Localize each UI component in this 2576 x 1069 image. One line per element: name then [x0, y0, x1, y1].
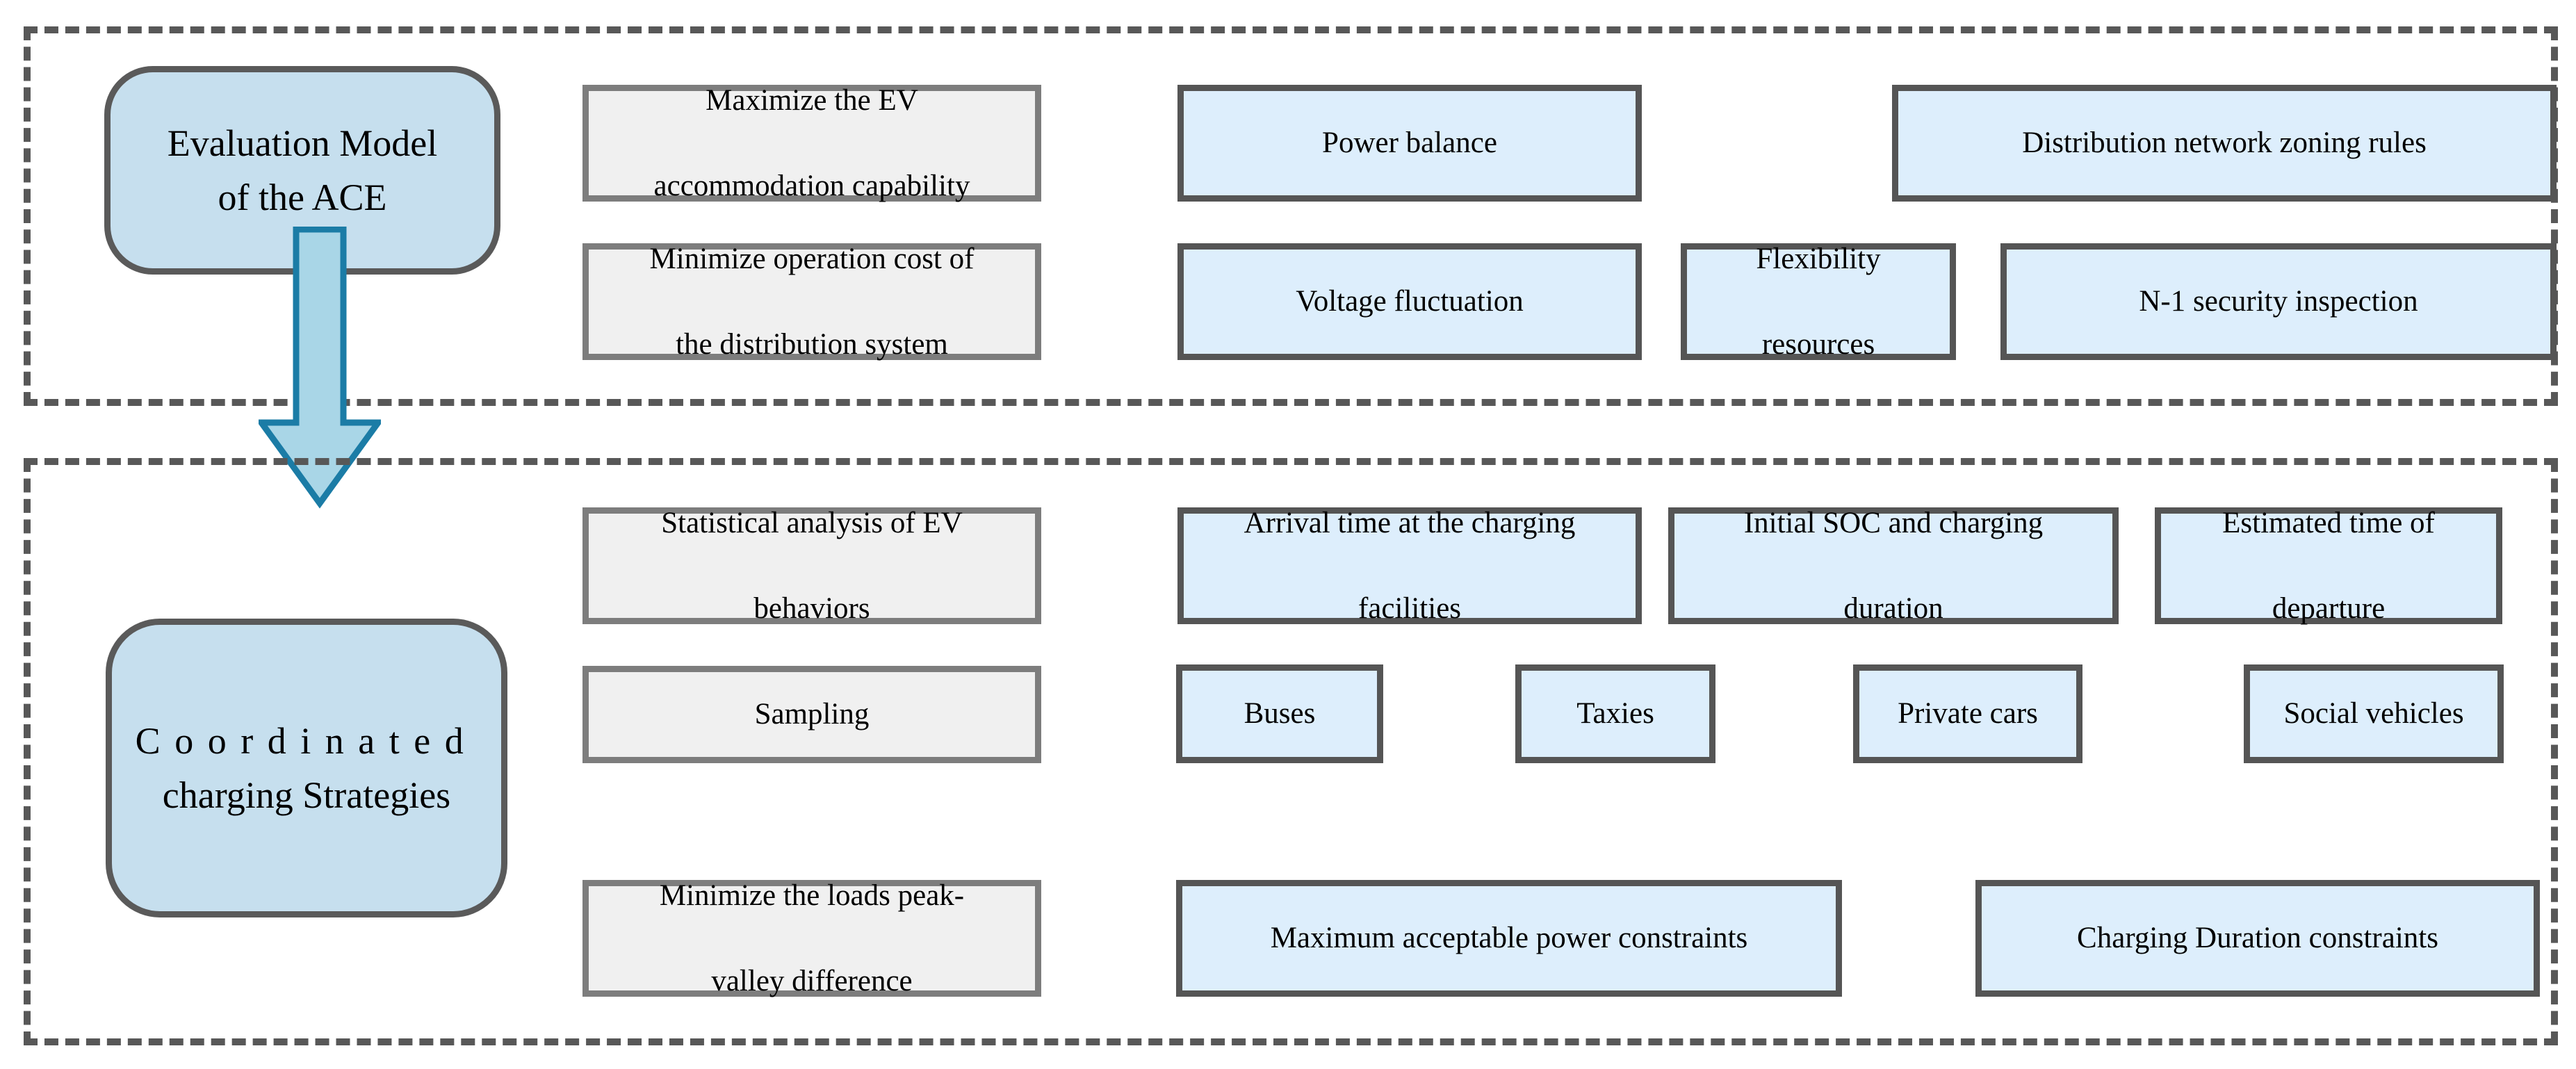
item-box-flexibility-resources[interactable]: Flexibility resources	[1681, 243, 1956, 361]
item-box-distribution-network-zoning-rules[interactable]: Distribution network zoning rules	[1892, 85, 2557, 202]
stage-coordinated-line1: Coordinated	[135, 719, 478, 762]
stage-evaluation-line2: of the ACE	[218, 177, 387, 218]
stage-box-evaluation-model[interactable]: Evaluation Model of the ACE	[104, 66, 500, 275]
item-line1: Maximum acceptable power constraints	[1270, 922, 1748, 955]
item-line1: Sampling	[754, 698, 870, 731]
item-line1: Voltage fluctuation	[1296, 285, 1524, 318]
item-line1: Initial SOC and charging	[1743, 507, 2044, 540]
item-line1: Statistical analysis of EV	[661, 507, 963, 540]
item-line1: Arrival time at the charging	[1244, 507, 1576, 540]
item-box-maximize-ev-accommodation[interactable]: Maximize the EV accommodation capability	[582, 84, 1041, 202]
item-line1: Buses	[1244, 697, 1316, 731]
item-line2: departure	[2272, 591, 2386, 625]
stage-evaluation-line1: Evaluation Model	[167, 122, 438, 164]
item-box-power-balance[interactable]: Power balance	[1177, 85, 1642, 202]
item-box-statistical-analysis-of-ev-behaviors[interactable]: Statistical analysis of EV behaviors	[582, 507, 1041, 625]
item-line1: N-1 security inspection	[2139, 285, 2418, 318]
item-box-maximum-acceptable-power-constraints[interactable]: Maximum acceptable power constraints	[1176, 880, 1842, 997]
item-line2: the distribution system	[676, 327, 948, 361]
item-box-private-cars[interactable]: Private cars	[1853, 664, 2082, 763]
item-box-buses[interactable]: Buses	[1176, 664, 1383, 763]
item-line1: Minimize operation cost of	[649, 243, 975, 276]
item-line1: Flexibility	[1756, 243, 1881, 276]
item-line1: Distribution network zoning rules	[2022, 127, 2427, 160]
item-box-sampling[interactable]: Sampling	[582, 666, 1041, 763]
item-line1: Private cars	[1898, 697, 2038, 731]
evaluation-panel	[24, 26, 2558, 406]
item-line1: Taxies	[1576, 697, 1654, 731]
coordinated-charging-panel	[24, 458, 2558, 1045]
stage-box-coordinated-charging-strategies[interactable]: Coordinated charging Strategies	[106, 619, 507, 917]
item-box-initial-soc-and-charging-duration[interactable]: Initial SOC and charging duration	[1668, 507, 2119, 625]
item-box-n-1-security-inspection[interactable]: N-1 security inspection	[2000, 243, 2557, 360]
item-line1: Minimize the loads peak-	[659, 879, 965, 913]
item-box-social-vehicles[interactable]: Social vehicles	[2244, 664, 2504, 763]
item-line2: valley difference	[711, 964, 913, 997]
item-line2: resources	[1761, 327, 1875, 361]
item-line1: Charging Duration constraints	[2077, 922, 2438, 955]
item-box-charging-duration-constraints[interactable]: Charging Duration constraints	[1975, 880, 2540, 997]
item-line1: Estimated time of	[2222, 507, 2435, 540]
item-line2: duration	[1843, 591, 1943, 625]
item-box-voltage-fluctuation[interactable]: Voltage fluctuation	[1177, 243, 1642, 360]
item-line2: facilities	[1358, 591, 1462, 625]
item-line1: Power balance	[1322, 127, 1497, 160]
item-line2: behaviors	[753, 591, 870, 625]
item-box-taxies[interactable]: Taxies	[1515, 664, 1715, 763]
item-box-arrival-time-at-charging-facilities[interactable]: Arrival time at the charging facilities	[1177, 507, 1642, 625]
stage-coordinated-line2: charging Strategies	[162, 774, 451, 816]
item-box-estimated-time-of-departure[interactable]: Estimated time of departure	[2155, 507, 2502, 625]
item-box-minimize-loads-peak-valley-difference[interactable]: Minimize the loads peak- valley differen…	[582, 879, 1041, 997]
item-line1: Social vehicles	[2283, 697, 2464, 731]
item-line1: Maximize the EV	[706, 84, 918, 117]
item-box-minimize-operation-cost[interactable]: Minimize operation cost of the distribut…	[582, 243, 1041, 361]
item-line2: accommodation capability	[653, 169, 970, 202]
